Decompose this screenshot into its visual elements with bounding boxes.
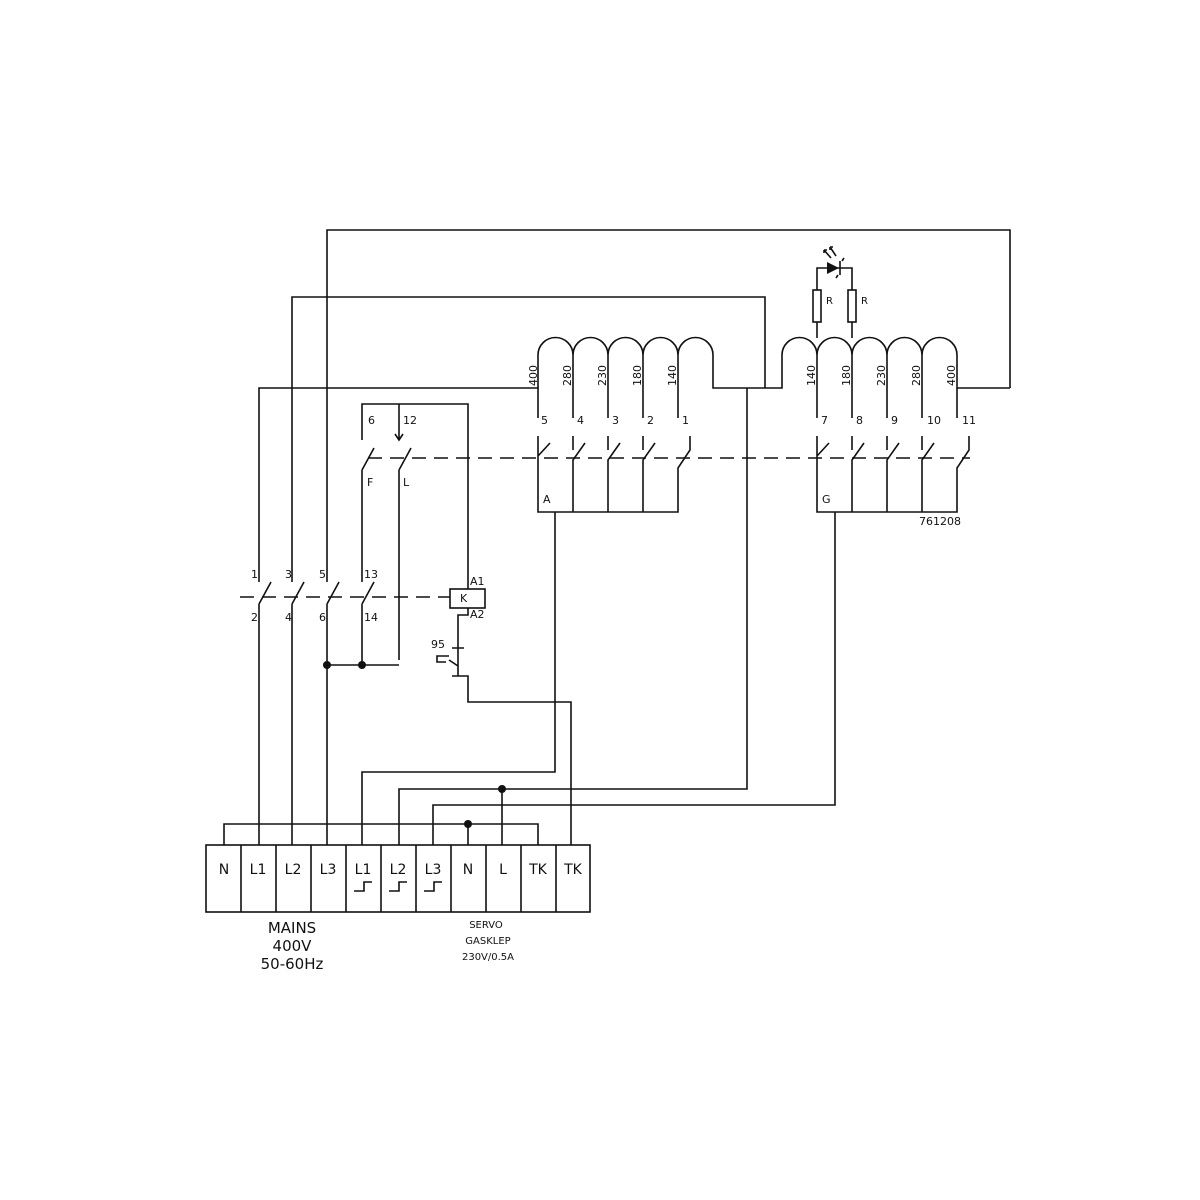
selector-label-6: 6 xyxy=(368,414,375,427)
switch-number-5: 5 xyxy=(541,414,548,427)
switch-number-1: 1 xyxy=(682,414,689,427)
switch-right-numbers: 7 8 9 10 11 G 761208 xyxy=(821,414,976,528)
wiring-bottom xyxy=(223,388,836,845)
tap-label-left-230: 230 xyxy=(596,365,609,386)
terminal-l2-servo: L2 xyxy=(390,862,407,878)
resistor-left xyxy=(812,289,822,323)
switch-number-10: 10 xyxy=(927,414,941,427)
terminal-block: N L1 L2 L3 L1 L2 L3 N L TK TK xyxy=(205,844,591,913)
tap-label-left-280: 280 xyxy=(561,365,574,386)
function-selector-switch: 6 12 F L xyxy=(361,414,417,660)
caption-mains-line-3: 50-60Hz xyxy=(261,955,324,973)
tap-label-left-180: 180 xyxy=(631,365,644,386)
switch-number-4: 4 xyxy=(577,414,584,427)
transformer-right-winding xyxy=(765,336,1010,389)
led-indicator: R R xyxy=(812,246,868,338)
tap-selector-switch-left xyxy=(537,436,691,513)
terminal-tk-2: TK xyxy=(563,862,583,878)
selector-label-F: F xyxy=(367,476,373,489)
switch-left-common-label: A xyxy=(543,493,551,506)
tap-selector-switch-right xyxy=(816,436,970,513)
contactor-label-4: 4 xyxy=(285,611,292,624)
tap-label-left-400: 400 xyxy=(527,365,540,386)
caption-servo-line-1: SERVO xyxy=(469,920,503,931)
tap-label-right-280: 280 xyxy=(910,365,923,386)
switch-number-9: 9 xyxy=(891,414,898,427)
terminal-n-mains: N xyxy=(219,862,229,878)
tap-label-left-140: 140 xyxy=(666,365,679,386)
contactor-label-5: 5 xyxy=(319,568,326,581)
switch-number-7: 7 xyxy=(821,414,828,427)
caption-servo: SERVO GASKLEP 230V/0.5A xyxy=(462,920,514,963)
contactor-main-contacts: 1 3 5 13 2 4 6 14 xyxy=(251,568,378,820)
servo-step-symbols-icon xyxy=(354,881,442,892)
terminal-l1-mains: L1 xyxy=(250,862,267,878)
led-diode-icon xyxy=(827,262,839,274)
transformer-left-winding xyxy=(537,336,765,389)
contactor-terminal-a2: A2 xyxy=(470,608,485,621)
contactor-terminal-a1: A1 xyxy=(470,575,485,588)
tap-label-right-140: 140 xyxy=(805,365,818,386)
caption-mains: MAINS 400V 50-60Hz xyxy=(261,919,324,973)
resistor-left-label: R xyxy=(826,296,833,307)
caption-mains-line-1: MAINS xyxy=(268,919,316,937)
overload-label: 95 xyxy=(431,638,445,651)
terminal-n-servo: N xyxy=(463,862,473,878)
resistor-right xyxy=(847,289,857,323)
caption-mains-line-2: 400V xyxy=(273,937,313,955)
contactor-label-3: 3 xyxy=(285,568,292,581)
contactor-label-13: 13 xyxy=(364,568,378,581)
switch-left-numbers: 5 4 3 2 1 A xyxy=(541,414,689,506)
part-number: 761208 xyxy=(919,515,961,528)
terminal-tk-1: TK xyxy=(528,862,548,878)
led-light-rays-icon xyxy=(823,246,837,259)
caption-servo-line-3: 230V/0.5A xyxy=(462,952,514,963)
contactor-label-14: 14 xyxy=(364,611,378,624)
left-tap-labels: 400 280 230 180 140 xyxy=(527,365,679,386)
resistor-right-label: R xyxy=(861,296,868,307)
caption-servo-line-2: GASKLEP xyxy=(465,936,510,947)
tap-label-right-180: 180 xyxy=(840,365,853,386)
contactor-label-1: 1 xyxy=(251,568,258,581)
selector-label-12: 12 xyxy=(403,414,417,427)
contactor-coil: K A1 A2 xyxy=(449,575,486,640)
terminal-l2-mains: L2 xyxy=(285,862,302,878)
switch-number-11: 11 xyxy=(962,414,976,427)
contactor-label-6: 6 xyxy=(319,611,326,624)
switch-number-2: 2 xyxy=(647,414,654,427)
overload-contact: 95 xyxy=(431,638,572,845)
terminal-l1-servo: L1 xyxy=(355,862,372,878)
terminal-l-servo: L xyxy=(499,862,507,878)
wiring-top xyxy=(258,229,1011,580)
terminal-l3-servo: L3 xyxy=(425,862,442,878)
tap-label-right-230: 230 xyxy=(875,365,888,386)
right-tap-labels: 140 180 230 280 400 xyxy=(805,365,958,386)
switch-number-8: 8 xyxy=(856,414,863,427)
contactor-label-2: 2 xyxy=(251,611,258,624)
tap-label-right-400: 400 xyxy=(945,365,958,386)
contactor-coil-label: K xyxy=(460,592,468,605)
selector-label-L: L xyxy=(403,476,410,489)
switch-right-common-label: G xyxy=(822,493,831,506)
switch-number-3: 3 xyxy=(612,414,619,427)
terminal-l3-mains: L3 xyxy=(320,862,337,878)
